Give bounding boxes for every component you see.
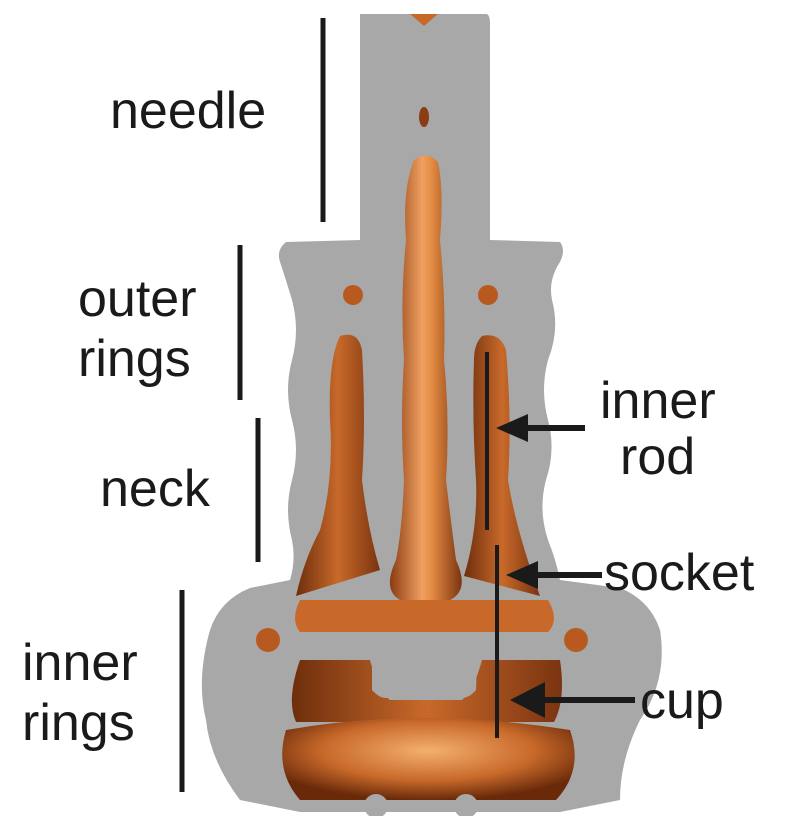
needle-hole xyxy=(419,107,429,127)
inner-ring-hole-left xyxy=(256,628,280,652)
label-socket: socket xyxy=(604,544,755,602)
label-needle: needle xyxy=(110,82,266,140)
label-inner-rod-line2: rod xyxy=(620,428,695,486)
label-cup: cup xyxy=(640,672,724,730)
label-outer-line1: outer xyxy=(78,270,197,328)
label-neck: neck xyxy=(100,460,211,518)
inner-ring-hole-right xyxy=(564,628,588,652)
label-inner-rod-line1: inner xyxy=(600,372,716,430)
label-inner-rings-line1: inner xyxy=(22,634,138,692)
outer-ring-hole-right xyxy=(478,285,498,305)
label-inner-rings-line2: rings xyxy=(22,694,135,752)
socket-cavity xyxy=(295,600,554,632)
outer-ring-hole-left xyxy=(343,285,363,305)
base-cavity xyxy=(282,718,574,800)
label-rings-line2: rings xyxy=(78,330,191,388)
